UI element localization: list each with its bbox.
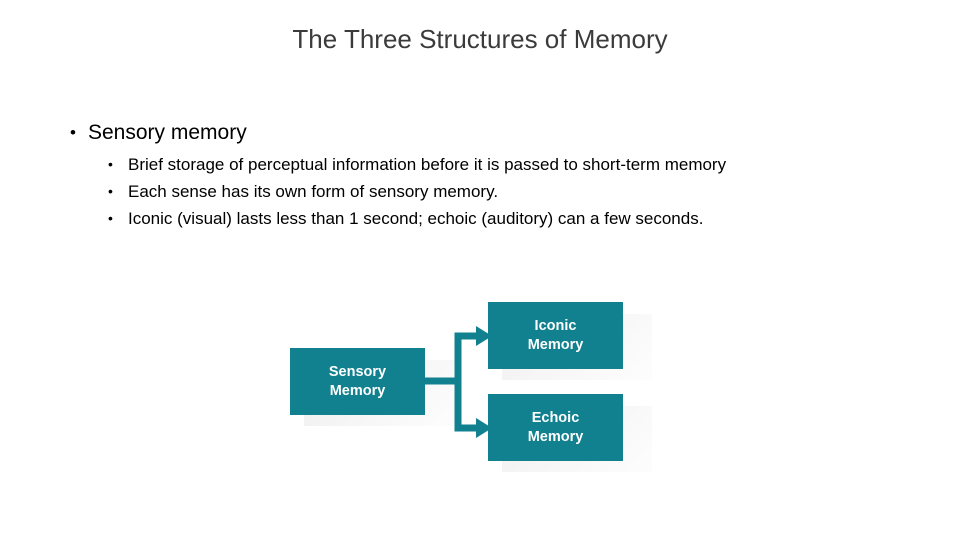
bullet-level1: • Sensory memory: [62, 118, 892, 148]
list-item: • Each sense has its own form of sensory…: [62, 178, 892, 205]
diagram-node-iconic-memory: Iconic Memory: [488, 302, 623, 369]
bullet-level2-list: • Brief storage of perceptual informatio…: [62, 151, 892, 232]
bullet-level1-text: Sensory memory: [88, 121, 247, 144]
list-item: • Iconic (visual) lasts less than 1 seco…: [62, 205, 892, 232]
bullet-marker-icon: •: [108, 210, 113, 226]
node-line-1: Iconic: [534, 317, 577, 334]
memory-structures-diagram: Sensory Memory Iconic Memory Echoic Memo…: [280, 294, 680, 484]
page-title: The Three Structures of Memory: [292, 24, 668, 54]
list-item: • Brief storage of perceptual informatio…: [62, 151, 892, 178]
bullet-marker-icon: •: [70, 123, 76, 142]
bullet-level2-text: Each sense has its own form of sensory m…: [128, 182, 499, 201]
node-line-2: Memory: [527, 428, 584, 445]
node-line-2: Memory: [329, 382, 386, 399]
node-line-1: Sensory: [328, 363, 387, 380]
diagram-node-echoic-memory: Echoic Memory: [488, 394, 623, 461]
slide-body: • Sensory memory • Brief storage of perc…: [62, 118, 892, 232]
bullet-marker-icon: •: [108, 183, 113, 199]
node-line-1: Echoic: [531, 409, 580, 426]
bullet-level2-text: Iconic (visual) lasts less than 1 second…: [128, 209, 704, 228]
diagram-connectors: [425, 326, 492, 438]
diagram-node-sensory-memory: Sensory Memory: [290, 348, 425, 415]
bullet-marker-icon: •: [108, 156, 113, 172]
node-line-2: Memory: [527, 336, 584, 353]
bullet-level2-text: Brief storage of perceptual information …: [128, 155, 727, 174]
